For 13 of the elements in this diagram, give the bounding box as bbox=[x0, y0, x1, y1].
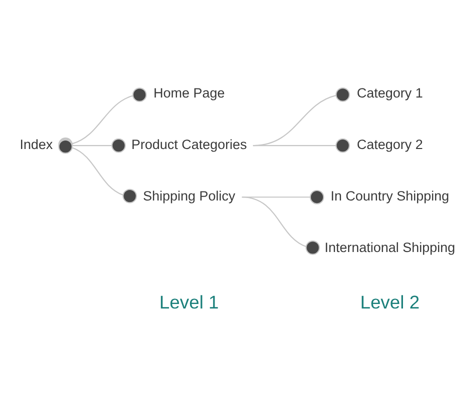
label: Level 2 bbox=[360, 290, 420, 312]
node-text: In Country Shipping bbox=[330, 188, 450, 204]
node-text: Shipping Policy bbox=[142, 188, 236, 204]
node-text: Home Page bbox=[153, 84, 225, 100]
node-text: International Shipping bbox=[324, 240, 456, 255]
node-text: Category 2 bbox=[356, 136, 423, 152]
node-text: Category 1 bbox=[356, 84, 423, 100]
label: Level 1 bbox=[159, 290, 219, 312]
connector bbox=[252, 87, 350, 146]
connector bbox=[252, 138, 350, 152]
node-text: Product Categories bbox=[131, 136, 247, 152]
node-text: Index bbox=[20, 136, 53, 152]
connector bbox=[242, 196, 320, 254]
